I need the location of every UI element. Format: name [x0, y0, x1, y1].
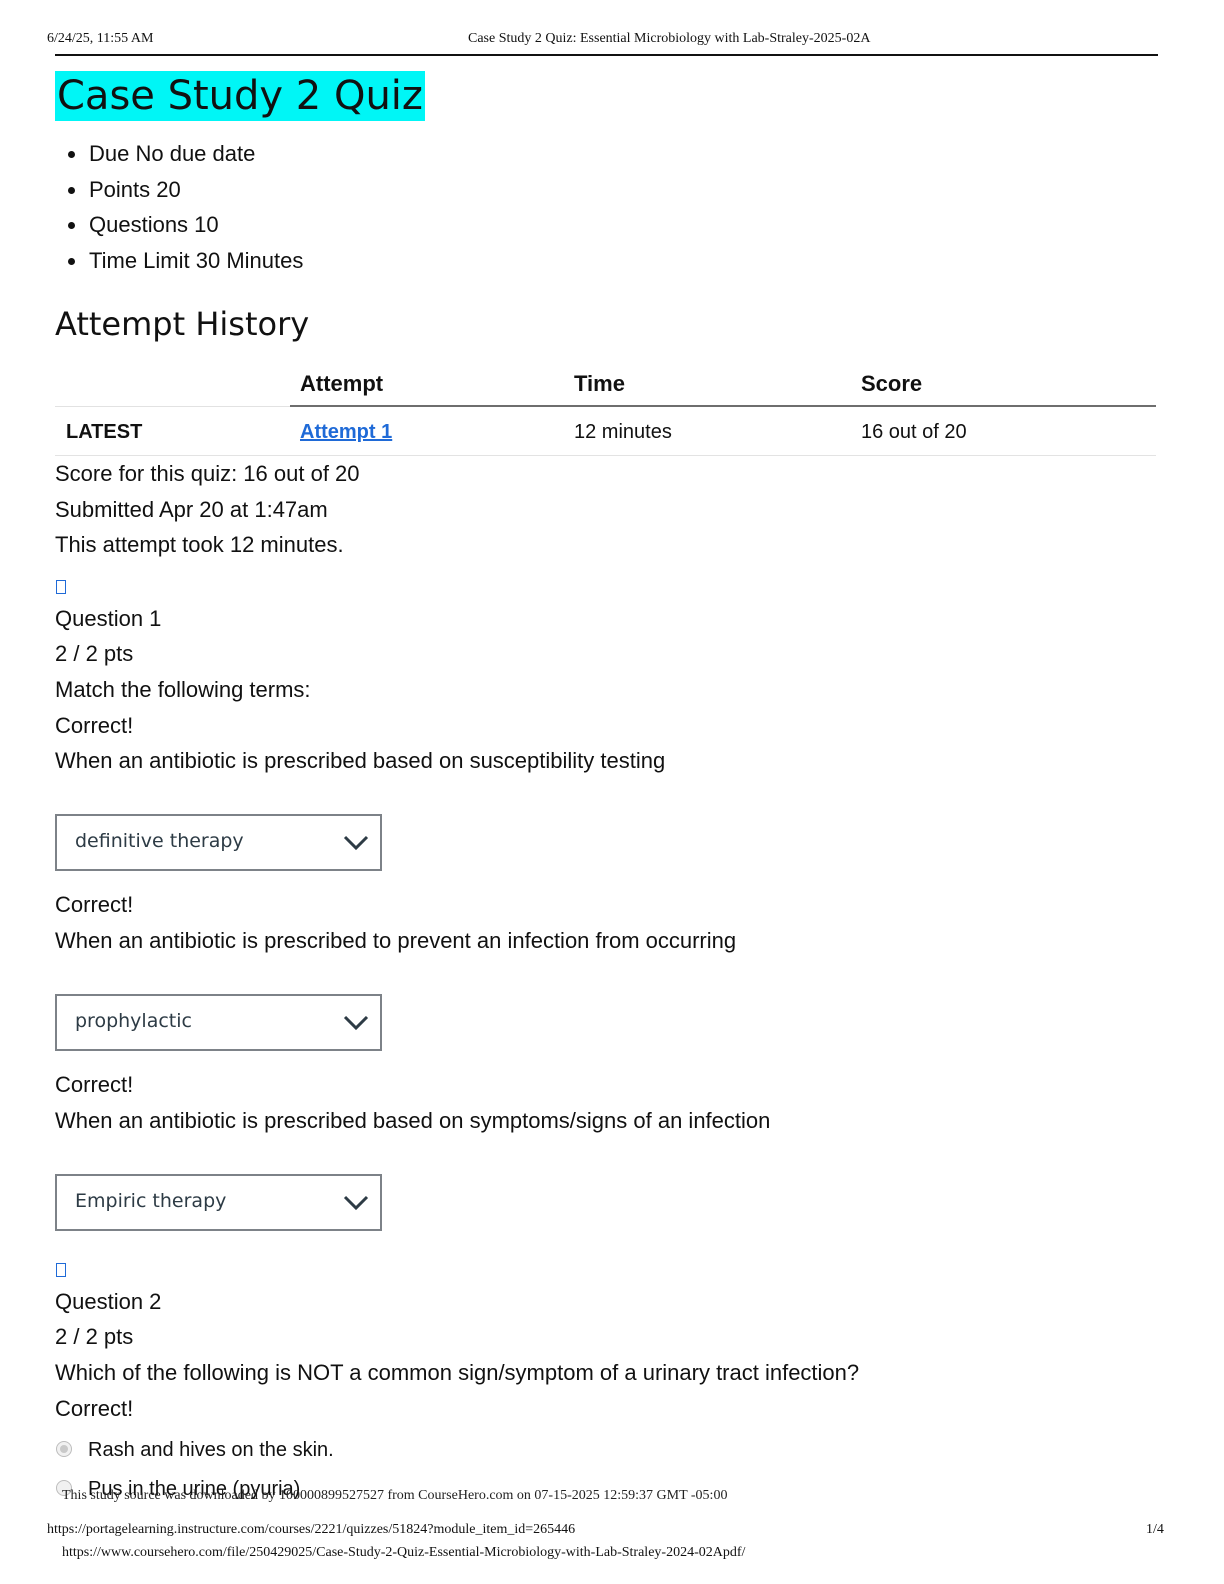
match-3-dropdown[interactable]: Empiric therapy — [55, 1174, 382, 1231]
detail-points: Points 20 — [55, 172, 303, 208]
match-3-selected-value: Empiric therapy — [75, 1190, 227, 1212]
question-1-prompt: Match the following terms: — [55, 677, 311, 702]
download-watermark: This study source was downloaded by 1000… — [62, 1488, 728, 1503]
chevron-down-icon — [343, 1015, 369, 1031]
page-title: Case Study 2 Quiz — [55, 71, 425, 121]
column-header-score: Score — [861, 371, 923, 396]
print-date: 6/24/25, 11:55 AM — [47, 31, 154, 46]
table-divider — [55, 406, 290, 407]
page-number: 1/4 — [1146, 1522, 1164, 1537]
question-1-label: Question 1 — [55, 606, 162, 631]
attempt-time: 12 minutes — [574, 421, 672, 443]
match-1-selected-value: definitive therapy — [75, 830, 244, 852]
attempt-score: 16 out of 20 — [861, 421, 967, 443]
chevron-down-icon — [343, 1195, 369, 1211]
match-3-text: When an antibiotic is prescribed based o… — [55, 1108, 771, 1133]
chevron-down-icon — [343, 835, 369, 851]
attempt-1-link[interactable]: Attempt 1 — [300, 421, 393, 443]
coursehero-url: https://www.coursehero.com/file/25042902… — [62, 1545, 746, 1560]
header-divider — [55, 54, 1158, 56]
question-2-prompt: Which of the following is NOT a common s… — [55, 1360, 860, 1385]
flag-icon[interactable] — [56, 580, 66, 594]
submitted-time: Submitted Apr 20 at 1:47am — [55, 497, 328, 522]
match-1-status: Correct! — [55, 713, 134, 738]
match-1-dropdown[interactable]: definitive therapy — [55, 814, 382, 871]
attempt-table-header: Attempt Time Score — [55, 364, 1156, 406]
quiz-score: Score for this quiz: 16 out of 20 — [55, 461, 360, 486]
table-row: LATEST Attempt 1 12 minutes 16 out of 20 — [55, 410, 1156, 455]
attempt-duration: This attempt took 12 minutes. — [55, 532, 344, 557]
question-2-status: Correct! — [55, 1396, 134, 1421]
detail-questions: Questions 10 — [55, 207, 303, 243]
question-1-points: 2 / 2 pts — [55, 641, 134, 666]
match-2-status: Correct! — [55, 892, 134, 917]
quiz-details: Due No due date Points 20 Questions 10 T… — [55, 136, 303, 278]
option-1-radio[interactable] — [56, 1441, 72, 1457]
table-header-divider — [290, 405, 1156, 407]
print-url: https://portagelearning.instructure.com/… — [47, 1522, 576, 1537]
attempt-history-heading: Attempt History — [55, 305, 310, 343]
detail-time-limit: Time Limit 30 Minutes — [55, 243, 303, 279]
option-2-radio[interactable] — [56, 1480, 72, 1496]
print-doc-title: Case Study 2 Quiz: Essential Microbiolog… — [468, 31, 871, 46]
match-2-text: When an antibiotic is prescribed to prev… — [55, 928, 737, 953]
match-2-dropdown[interactable]: prophylactic — [55, 994, 382, 1051]
match-2-selected-value: prophylactic — [75, 1010, 192, 1032]
question-2-label: Question 2 — [55, 1289, 162, 1314]
detail-due: Due No due date — [55, 136, 303, 172]
option-1-label: Rash and hives on the skin. — [88, 1439, 334, 1461]
latest-tag: LATEST — [66, 421, 143, 443]
column-header-attempt: Attempt — [300, 371, 384, 396]
flag-icon[interactable] — [56, 1263, 66, 1277]
option-2-label: Pus in the urine (pyuria) — [88, 1478, 301, 1500]
match-1-text: When an antibiotic is prescribed based o… — [55, 748, 666, 773]
question-2-points: 2 / 2 pts — [55, 1324, 134, 1349]
column-header-time: Time — [574, 371, 625, 396]
match-3-status: Correct! — [55, 1072, 134, 1097]
table-row-divider — [55, 455, 1156, 456]
